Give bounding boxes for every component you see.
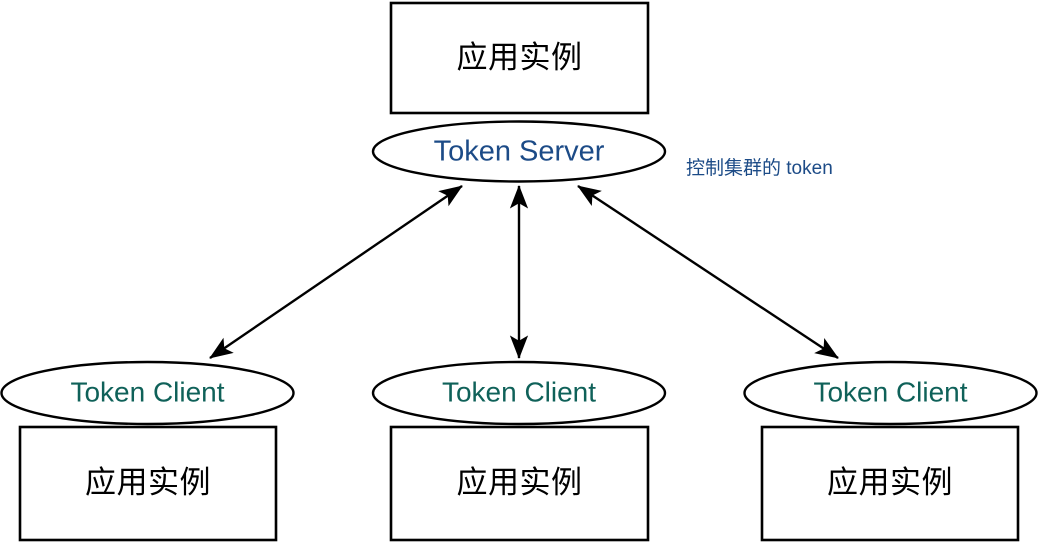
edge-server-to-client-left [209, 185, 463, 359]
app-instance-middle-label: 应用实例 [457, 465, 583, 500]
node-top-app-instance[interactable]: 应用实例 [389, 1, 650, 115]
token-client-left-label: Token Client [70, 376, 224, 407]
app-instance-right-rect [760, 425, 1020, 542]
edge-group [209, 184, 839, 360]
top-app-instance-label: 应用实例 [457, 40, 583, 75]
server-note-annotation: 控制集群的 token [686, 157, 833, 179]
app-instance-left-label: 应用实例 [85, 465, 211, 500]
node-app-instance-left[interactable]: 应用实例 [18, 425, 278, 542]
node-token-client-middle[interactable]: Token Client [371, 360, 667, 426]
token-client-right-label: Token Client [813, 376, 967, 407]
token-server-ellipse [371, 120, 667, 183]
node-app-instance-right[interactable]: 应用实例 [760, 425, 1020, 542]
node-token-client-right[interactable]: Token Client [743, 360, 1038, 426]
node-token-client-left[interactable]: Token Client [0, 360, 295, 426]
app-instance-left-rect [18, 425, 278, 542]
token-client-middle-ellipse [371, 360, 667, 426]
token-client-middle-label: Token Client [442, 376, 596, 407]
token-server-label: Token Server [434, 136, 605, 168]
edge-server-to-client-right [577, 184, 839, 360]
token-client-right-ellipse [743, 360, 1038, 426]
node-app-instance-middle[interactable]: 应用实例 [389, 425, 650, 542]
app-instance-middle-rect [389, 425, 650, 542]
app-instance-right-label: 应用实例 [827, 465, 953, 500]
top-app-instance-rect [389, 1, 650, 115]
node-token-server[interactable]: Token Server [371, 120, 667, 183]
token-client-left-ellipse [0, 360, 295, 426]
